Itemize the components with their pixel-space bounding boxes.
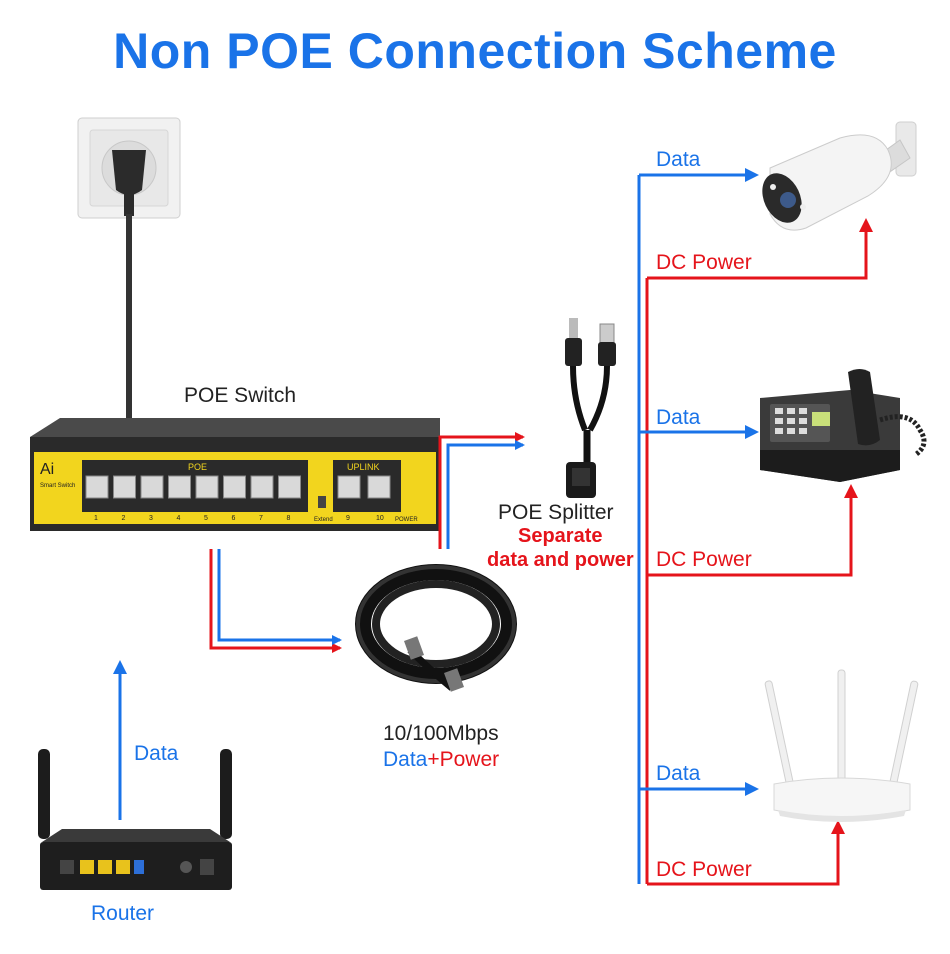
switch-port-4 <box>168 475 191 499</box>
switch-port-2-number: 2 <box>122 515 126 522</box>
switch-port-8-number: 8 <box>287 515 291 522</box>
switch-port-8 <box>278 475 301 499</box>
router-label: Router <box>91 902 155 925</box>
ap-data-label: Data <box>656 762 701 785</box>
phone-data-label: Data <box>656 406 701 429</box>
phone-power-label: DC Power <box>656 548 752 571</box>
switch-poe-label: POE <box>188 462 207 472</box>
switch-subtitle: Smart Switch <box>40 483 75 489</box>
ip-camera-icon <box>762 121 917 231</box>
ap-power-label: DC Power <box>656 858 752 881</box>
cable-data-text: Data <box>383 748 428 771</box>
wall-socket-icon <box>77 117 181 219</box>
switch-port-5-number: 5 <box>204 515 208 522</box>
camera-power-label: DC Power <box>656 251 752 274</box>
poe-switch-label: POE Switch <box>184 384 297 407</box>
switch-to-cable-data-line <box>217 549 342 645</box>
page-title: Non POE Connection Scheme <box>113 23 837 79</box>
switch-port-3-number: 3 <box>149 515 153 522</box>
switch-port-6-number: 6 <box>232 515 236 522</box>
switch-uplink-label: UPLINK <box>347 462 380 472</box>
wireless-ap-icon <box>764 669 919 822</box>
switch-extend-label: Extend <box>314 517 333 523</box>
splitter-note-line1: Separate <box>518 525 603 547</box>
splitter-note-line2: data and power <box>487 549 634 571</box>
cable-power-text: Power <box>439 748 500 771</box>
switch-port-3 <box>140 475 164 499</box>
router-data-label: Data <box>134 742 179 765</box>
switch-brand: Ai <box>40 461 54 478</box>
poe-splitter-icon <box>565 318 616 498</box>
poe-splitter-label: POE Splitter <box>498 501 614 524</box>
switch-uplink-port-9 <box>337 475 361 499</box>
ap-power-arrow <box>647 820 845 886</box>
switch-port-1 <box>85 475 109 499</box>
cable-to-splitter-data-line <box>446 440 525 549</box>
phone-power-arrow <box>647 484 858 577</box>
cable-to-splitter-power-line <box>438 432 525 549</box>
router-icon <box>38 749 232 890</box>
switch-uplink-port-10 <box>367 475 391 499</box>
switch-port-6 <box>223 475 246 499</box>
camera-data-label: Data <box>656 148 701 171</box>
switch-uplink-port-9-number: 9 <box>346 515 350 522</box>
switch-port-1-number: 1 <box>94 515 98 522</box>
switch-port-7-number: 7 <box>259 515 263 522</box>
switch-ports: 1 2 3 4 5 6 7 8 9 10 <box>85 475 391 522</box>
cable-data-power-label: Data+Power <box>383 748 499 772</box>
switch-port-5 <box>195 475 219 499</box>
switch-power-label: POWER <box>395 517 418 523</box>
desk-phone-icon <box>760 369 927 482</box>
ethernet-cable-icon <box>355 564 517 692</box>
switch-port-2 <box>113 475 136 499</box>
switch-port-4-number: 4 <box>177 515 181 522</box>
cable-speed-label: 10/100Mbps <box>383 722 499 745</box>
cable-plus-text: + <box>427 748 440 771</box>
poe-switch-icon: 1 2 3 4 5 6 7 8 9 10 Ai Smart Switch POE UPLINK E… <box>30 418 440 531</box>
switch-uplink-port-10-number: 10 <box>376 515 384 522</box>
switch-to-cable-power-line <box>209 549 342 653</box>
switch-port-7 <box>250 475 274 499</box>
camera-power-arrow <box>647 218 873 280</box>
